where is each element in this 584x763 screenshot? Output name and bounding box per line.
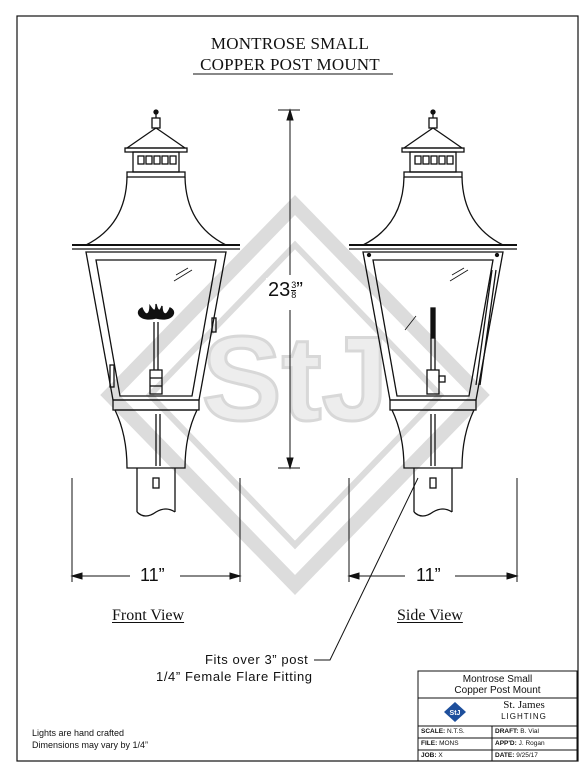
title-block-scale: SCALE: N.T.S. <box>421 728 465 735</box>
date-label: DATE: <box>495 752 515 759</box>
appd-label: APP'D: <box>495 740 517 747</box>
watermark-monogram: StJ <box>202 312 389 446</box>
height-whole: 23 <box>268 279 291 301</box>
appd-value: J. Rogan <box>518 740 545 747</box>
title-block-appd: APP'D: J. Rogan <box>495 740 545 747</box>
sheet-border <box>16 15 579 762</box>
drawing-title-line2: COPPER POST MOUNT <box>200 55 380 74</box>
title-block-product: Montrose Small Copper Post Mount <box>418 674 577 696</box>
title-block-company: St. James LIGHTING <box>474 700 574 722</box>
title-block-frame <box>417 670 578 762</box>
side-view-lamp <box>349 109 517 517</box>
front-view-label: Front View <box>112 607 185 624</box>
title-block-logo-letters: StJ <box>450 710 461 717</box>
height-fraction-num: 3 <box>291 280 297 292</box>
callout-leader <box>314 477 419 661</box>
drawing-title-line1: MONTROSE SMALL <box>210 34 370 53</box>
title-block-date: DATE: 9/25/17 <box>495 752 538 759</box>
front-view-lamp <box>72 109 240 517</box>
side-width-dimension <box>347 478 519 582</box>
footnote-line1: Lights are hand crafted <box>32 728 125 738</box>
scale-value: N.T.S. <box>447 728 465 735</box>
side-width-label: 11” <box>414 565 443 586</box>
title-block-logo <box>444 702 466 722</box>
title-block-product-line1: Montrose Small <box>462 674 533 685</box>
height-dimension <box>278 108 300 470</box>
job-value: X <box>438 752 443 759</box>
title-block-job: JOB: X <box>421 752 443 759</box>
footnote-line2: Dimensions may vary by 1/4” <box>32 740 149 750</box>
side-view-label: Side View <box>397 607 463 624</box>
title-block-file: FILE: MONS <box>421 740 459 747</box>
date-value: 9/25/17 <box>516 752 538 759</box>
title-block-draft: DRAFT: B. Vial <box>495 728 539 735</box>
height-unit: ” <box>296 279 303 301</box>
draft-label: DRAFT: <box>495 728 519 735</box>
title-block-company-line1: St. James <box>503 699 545 711</box>
callout-line2: 1/4” Female Flare Fitting <box>156 669 313 684</box>
front-width-dimension <box>70 478 242 582</box>
job-label: JOB: <box>421 752 437 759</box>
file-value: MONS <box>439 740 459 747</box>
draft-value: B. Vial <box>520 728 539 735</box>
height-fraction-den: 8 <box>291 290 297 301</box>
file-label: FILE: <box>421 740 438 747</box>
callout-line1: Fits over 3” post <box>205 652 309 667</box>
title-block-company-line2: LIGHTING <box>501 712 547 721</box>
watermark-logo <box>100 194 490 596</box>
title-block-product-line2: Copper Post Mount <box>454 685 541 696</box>
scale-label: SCALE: <box>421 728 446 735</box>
front-width-label: 11” <box>138 565 167 586</box>
